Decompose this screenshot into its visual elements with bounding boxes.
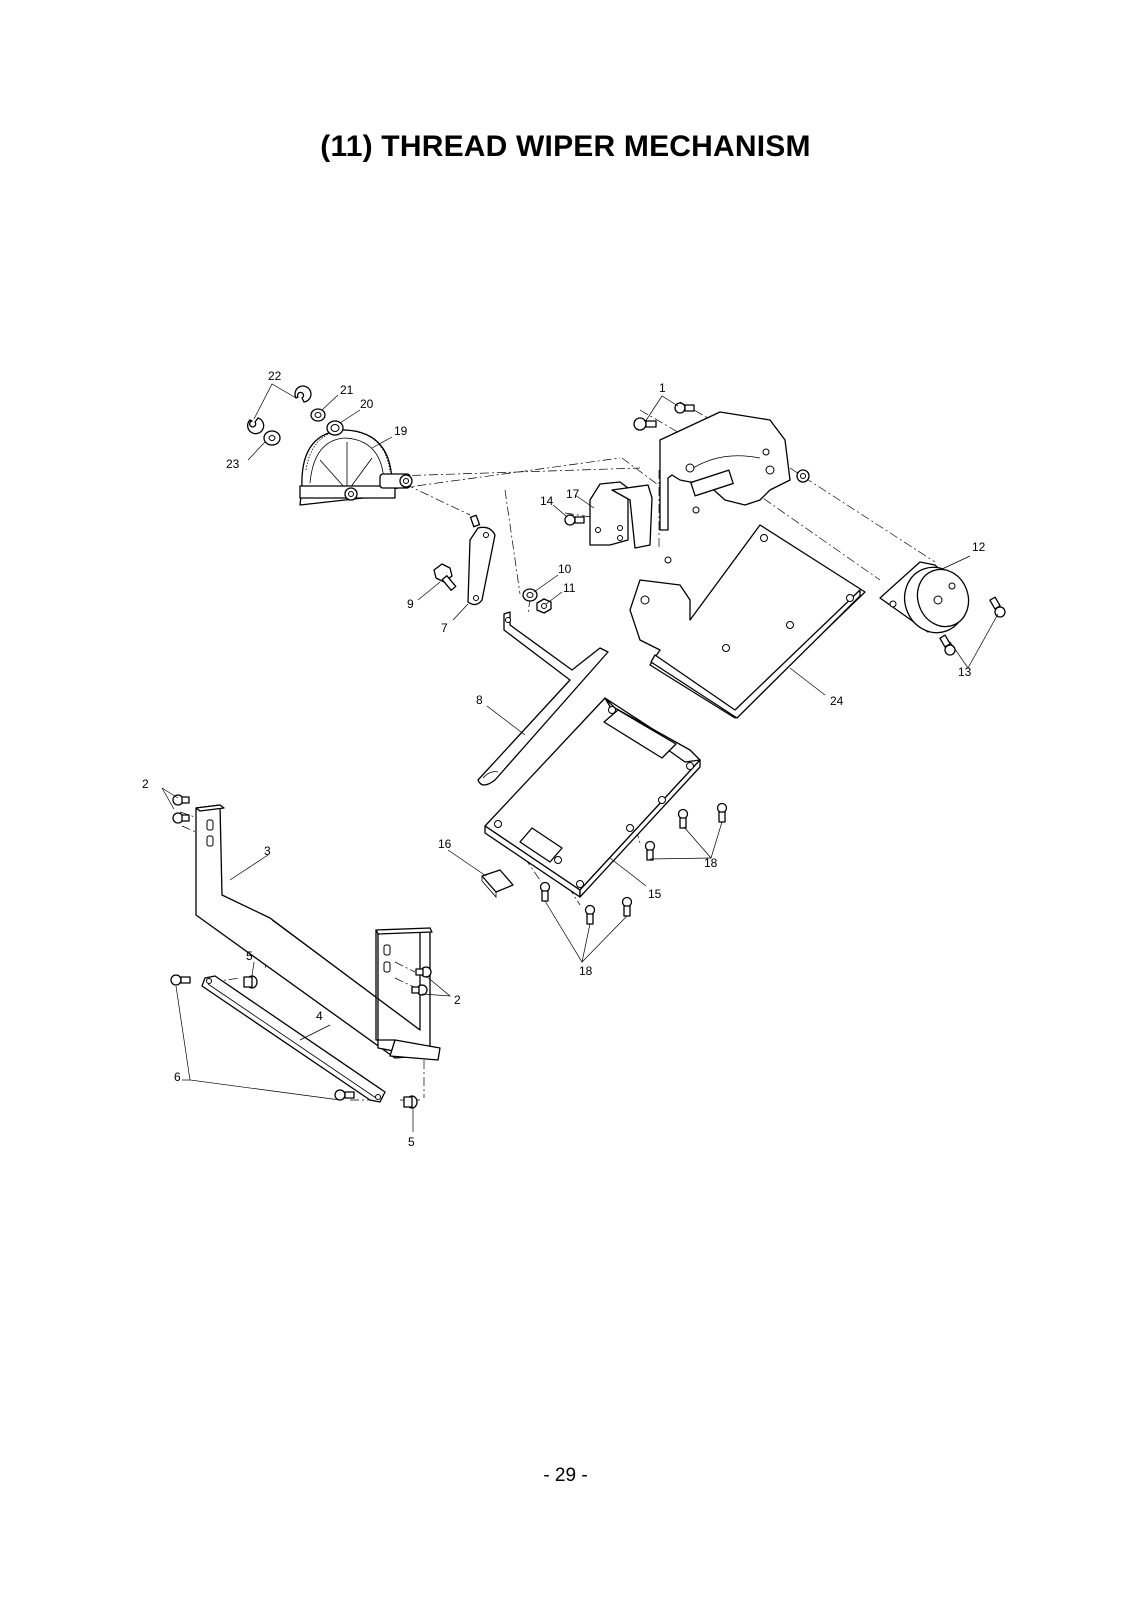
callout-6: 6 [174, 1070, 181, 1084]
part-22-e-ring-a [247, 417, 265, 435]
part-8-wiper-arm [477, 611, 609, 786]
callout-8: 8 [476, 693, 483, 707]
part-5-collars [243, 975, 418, 1109]
part-13-screws [939, 596, 1006, 656]
page-title: (11) THREAD WIPER MECHANISM [320, 130, 811, 163]
callout-23: 23 [226, 457, 240, 471]
part-9-shoulder-screw [433, 563, 457, 591]
small-washers-and-rings [247, 385, 344, 446]
callout-18-bottom: 18 [579, 964, 593, 978]
part-19-sector-gear [299, 429, 413, 506]
part-24-base-plate [629, 524, 866, 719]
part-7-link [467, 514, 496, 606]
part-16-felt-pad [481, 869, 514, 899]
part-2-screws [172, 794, 432, 996]
callout-12: 12 [972, 540, 986, 554]
page-number: - 29 - [543, 1465, 588, 1486]
callout-5-lower: 5 [408, 1135, 415, 1149]
callout-10: 10 [558, 562, 572, 576]
callout-2-lower: 2 [454, 993, 461, 1007]
part-15-wiper-plate [484, 697, 701, 898]
part-14-screw [564, 514, 585, 526]
callout-2-upper: 2 [142, 777, 149, 791]
callout-3: 3 [264, 844, 271, 858]
part-6-screws [170, 974, 355, 1101]
leader-lines [161, 383, 999, 1132]
callout-15: 15 [648, 887, 662, 901]
callout-24: 24 [830, 694, 844, 708]
callout-7: 7 [441, 621, 448, 635]
part-11-nut [536, 598, 552, 614]
part-10-washer [522, 588, 538, 602]
part-12-stepping-motor [879, 561, 970, 634]
callout-13: 13 [958, 665, 972, 679]
callout-9: 9 [407, 597, 414, 611]
callout-1: 1 [659, 381, 666, 395]
callout-14: 14 [540, 494, 554, 508]
callout-numbers: 22 21 20 19 23 1 17 14 10 11 9 7 12 13 2… [142, 369, 986, 1149]
callout-11: 11 [563, 581, 576, 595]
callout-20: 20 [360, 397, 374, 411]
part-17-sensor-bracket [589, 481, 653, 549]
callout-19: 19 [394, 424, 408, 438]
callout-5-upper: 5 [246, 949, 253, 963]
callout-17: 17 [566, 487, 580, 501]
part-1-motor-bracket [633, 402, 810, 564]
callout-22: 22 [268, 369, 282, 383]
callout-21: 21 [340, 383, 354, 397]
part-3-cover-bracket [195, 804, 441, 1061]
part-1-screw-a [633, 417, 657, 431]
callout-18-right: 18 [704, 856, 718, 870]
callout-4: 4 [316, 1009, 323, 1023]
part-22-e-ring-b [294, 385, 312, 403]
part-4-guide-rail [201, 975, 386, 1103]
callout-16: 16 [438, 837, 452, 851]
part-18-screws [539, 802, 728, 925]
